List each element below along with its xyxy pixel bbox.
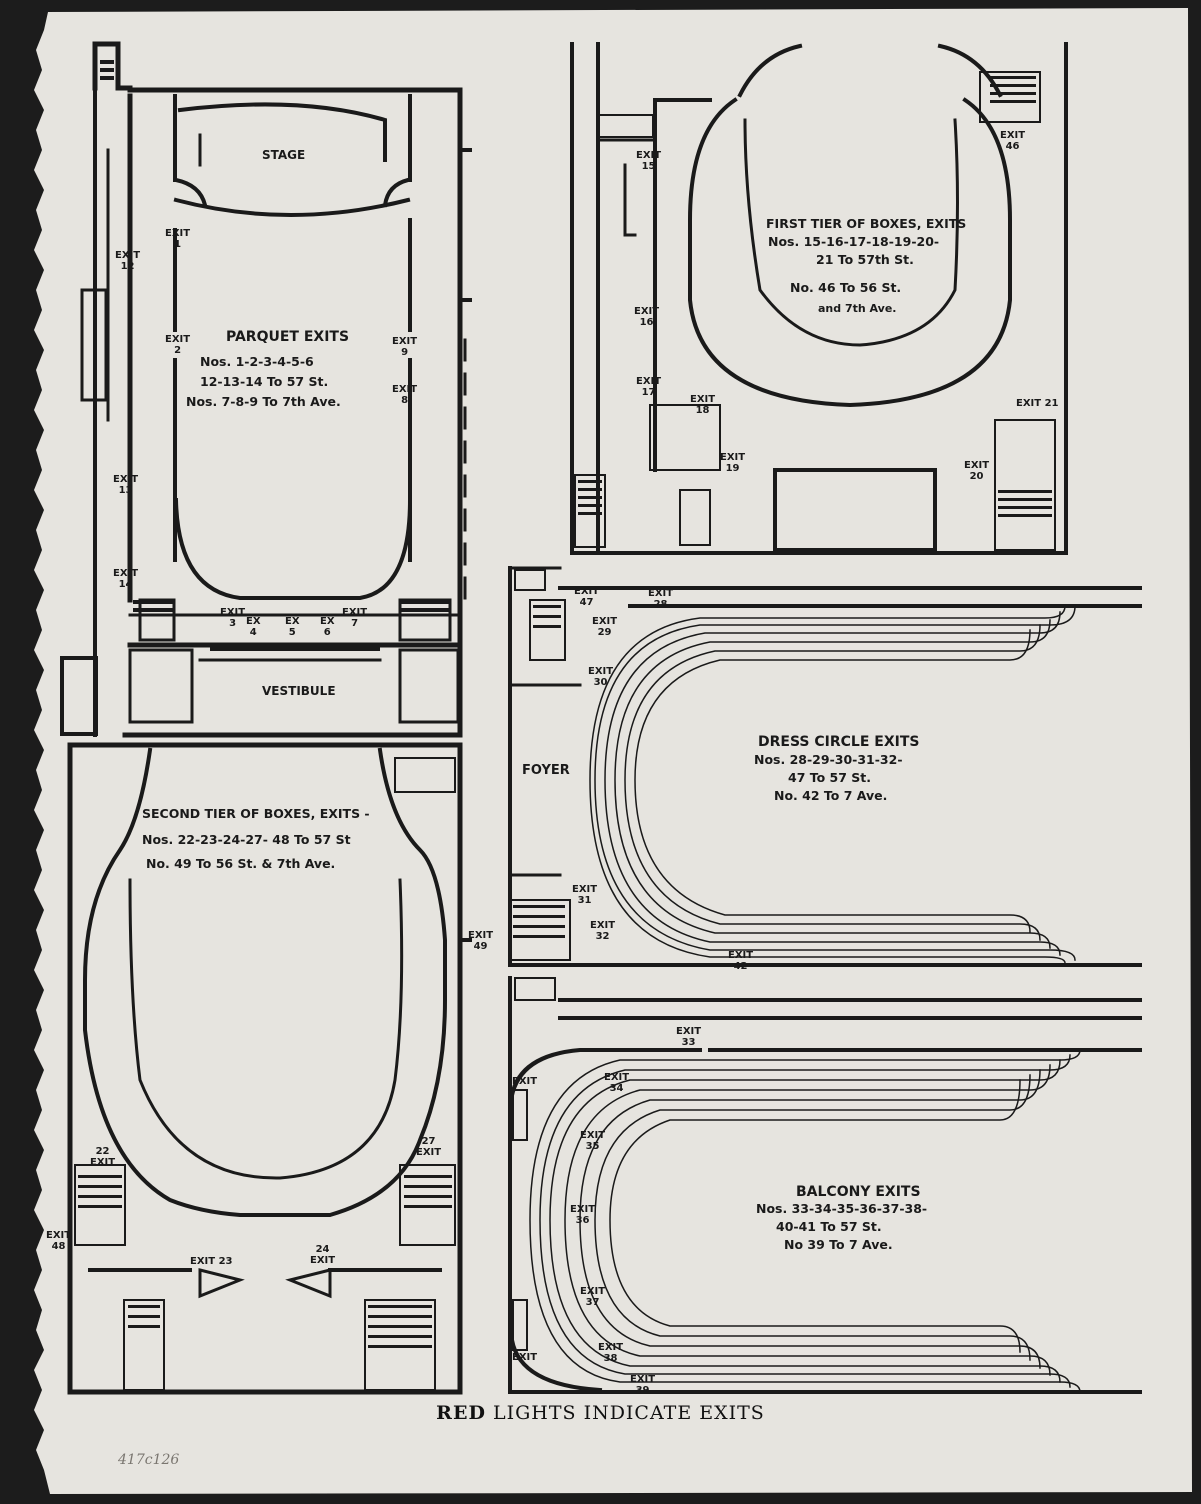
balcony-rows (529, 1049, 1081, 1393)
parquet-line2: 12-13-14 To 57 St. (200, 374, 329, 389)
balcony-exit-bottom-label: EXIT (512, 1352, 538, 1363)
first-tier-title: FIRST TIER OF BOXES, EXITS (766, 216, 967, 231)
exit-32-label: EXIT 32 (590, 920, 616, 942)
exit-9-label: EXIT 9 (392, 336, 418, 358)
exit-33-label: EXIT 33 (676, 1026, 702, 1048)
first-tier-line2: 21 To 57th St. (816, 252, 914, 267)
dress-circle-line3: No. 42 To 7 Ave. (774, 788, 888, 803)
second-tier-plan (67, 742, 472, 1395)
exit-8-label: EXIT 8 (392, 384, 418, 406)
dress-circle-rows (589, 605, 1076, 964)
caption-text: LIGHTS INDICATE EXITS (492, 1402, 765, 1424)
stage-label: STAGE (262, 148, 306, 162)
exit-20-label: EXIT 20 (964, 460, 990, 482)
exit-48-label: EXIT 48 (46, 1230, 72, 1252)
exit-28-label: EXIT 28 (648, 588, 674, 610)
exit-37-label: EXIT 37 (580, 1286, 606, 1308)
dress-circle-line1: Nos. 28-29-30-31-32- (754, 752, 903, 767)
caption-emphasis: RED (436, 1402, 486, 1424)
parquet-title: PARQUET EXITS (226, 329, 350, 345)
exit-42-label: EXIT 42 (728, 950, 754, 972)
exit-5-label: EX 5 (285, 616, 300, 638)
dress-circle-line2: 47 To 57 St. (788, 770, 872, 785)
exit-24-label: 24 EXIT (310, 1244, 336, 1266)
exit-1-label: EXIT 1 (165, 228, 191, 250)
exit-13-label: EXIT 13 (113, 474, 139, 496)
second-tier-title: SECOND TIER OF BOXES, EXITS - (142, 806, 370, 821)
balcony-line1: Nos. 33-34-35-36-37-38- (756, 1201, 928, 1216)
exit-2-label: EXIT 2 (165, 334, 191, 356)
foyer-label: FOYER (522, 763, 570, 778)
exit-49-label: EXIT 49 (468, 930, 494, 952)
parquet-line1: Nos. 1-2-3-4-5-6 (200, 354, 314, 369)
second-tier-line1: Nos. 22-23-24-27- 48 To 57 St (142, 832, 351, 847)
exit-46-label: EXIT 46 (1000, 130, 1026, 152)
exit-34-label: EXIT 34 (604, 1072, 630, 1094)
parquet-line3: Nos. 7-8-9 To 7th Ave. (186, 394, 341, 409)
exit-18-label: EXIT 18 (690, 394, 716, 416)
exit-16-label: EXIT 16 (634, 306, 660, 328)
exit-47-label: EXIT 47 (574, 586, 600, 608)
exit-38-label: EXIT 38 (598, 1342, 624, 1364)
second-tier-line2: No. 49 To 56 St. & 7th Ave. (146, 856, 336, 871)
exit-19-label: EXIT 19 (720, 452, 746, 474)
exit-15-label: EXIT 15 (636, 150, 662, 172)
first-tier-line3: No. 46 To 56 St. (790, 280, 902, 295)
balcony-title: BALCONY EXITS (796, 1184, 921, 1200)
exit-27-label: 27 EXIT (416, 1136, 442, 1158)
exit-12-label: EXIT 12 (115, 250, 141, 272)
first-tier-plan (570, 42, 1068, 555)
exit-6-label: EX 6 (320, 616, 335, 638)
dress-circle-plan (508, 566, 1142, 967)
exit-35-label: EXIT 35 (580, 1130, 606, 1152)
exit-4-label: EX 4 (246, 616, 261, 638)
dress-circle-title: DRESS CIRCLE EXITS (758, 734, 920, 750)
first-tier-line4: and 7th Ave. (818, 302, 897, 315)
balcony-exit-top-label: EXIT (512, 1076, 538, 1087)
exit-29-label: EXIT 29 (592, 616, 618, 638)
balcony-line3: No 39 To 7 Ave. (784, 1237, 893, 1252)
paper-sheet (34, 8, 1192, 1494)
exit-7-label: EXIT 7 (342, 607, 368, 629)
caption: RED LIGHTS INDICATE EXITS (0, 1402, 1201, 1424)
exit-22-label: 22 EXIT (90, 1146, 116, 1168)
exit-30-label: EXIT 30 (588, 666, 614, 688)
parquet-plan (60, 41, 472, 738)
balcony-line2: 40-41 To 57 St. (776, 1219, 882, 1234)
exit-14-label: EXIT 14 (113, 568, 139, 590)
staircase-hatching (78, 60, 1052, 1348)
first-tier-line1: Nos. 15-16-17-18-19-20- (768, 234, 940, 249)
exit-23-label: EXIT 23 (190, 1256, 233, 1267)
pencil-annotation: 417c126 (118, 1452, 180, 1468)
exit-39-label: EXIT 39 (630, 1374, 656, 1396)
exit-3-label: EXIT 3 (220, 607, 246, 629)
exit-17-label: EXIT 17 (636, 376, 662, 398)
exit-36-label: EXIT 36 (570, 1204, 596, 1226)
exit-21-label: EXIT 21 (1016, 398, 1059, 409)
exit-31-label: EXIT 31 (572, 884, 598, 906)
balcony-plan (508, 976, 1142, 1394)
vestibule-label: VESTIBULE (262, 684, 336, 698)
